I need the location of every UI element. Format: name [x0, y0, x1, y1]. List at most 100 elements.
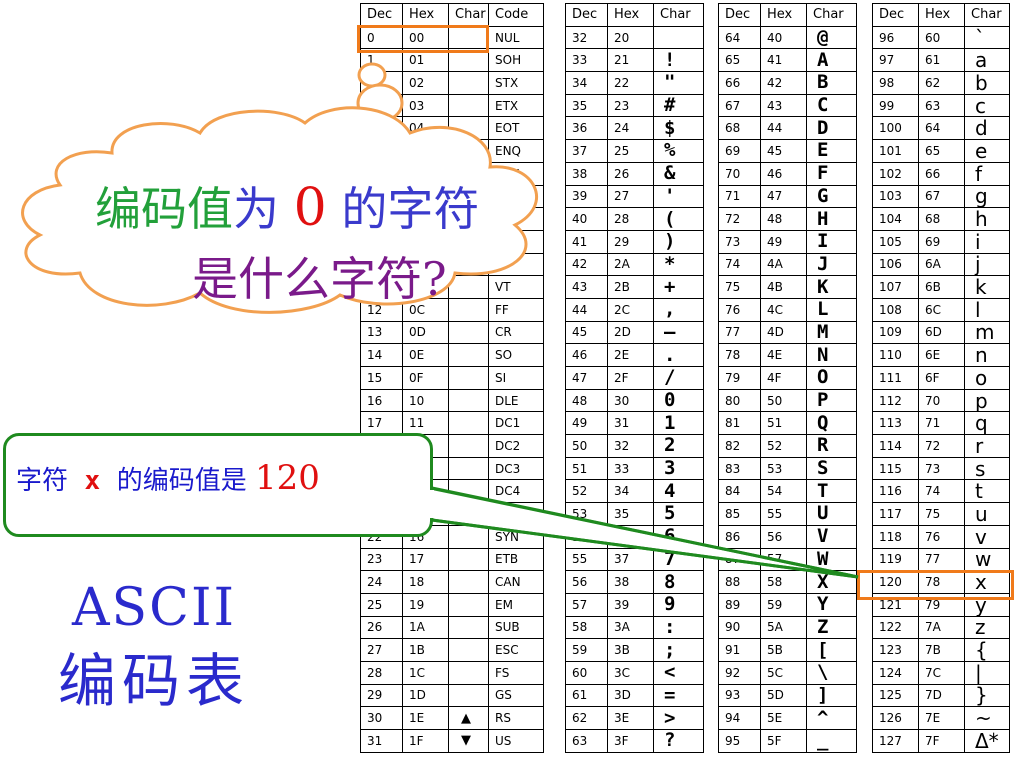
cell-hex: 67 [918, 184, 965, 209]
cell-code: US [488, 729, 544, 753]
cloud-outline [21, 106, 538, 314]
cell-hex: 7E [918, 706, 965, 730]
cell-char: u [964, 502, 1010, 526]
cell-dec: 13 [360, 320, 403, 345]
table-header-row: Dec Hex Char [565, 3, 704, 27]
cell-char: G [806, 184, 857, 209]
cell-dec: 116 [872, 479, 919, 504]
cell-dec: 51 [565, 456, 608, 481]
cell-code: ETX [488, 93, 544, 118]
cell-dec: 105 [872, 229, 919, 254]
cell-dec: 117 [872, 502, 919, 526]
cell-hex: 55 [760, 502, 807, 526]
cell-dec: 55 [565, 547, 608, 572]
cell-hex: 0E [402, 343, 449, 367]
cell-hex: 0D [402, 320, 449, 345]
cell-char: q [964, 411, 1010, 436]
cloud-question-line1: 编码值为 0 的字符 [95, 182, 479, 234]
cell-char: _ [806, 729, 857, 753]
cell-char: e [964, 139, 1010, 163]
page-title-ascii: ASCII [72, 578, 237, 638]
cell-code: DLE [488, 388, 544, 413]
cell-hex: 44 [760, 116, 807, 141]
cell-hex: 4A [760, 252, 807, 277]
cell-code: DC2 [488, 434, 544, 458]
cell-hex: 3C [607, 660, 654, 685]
cell-hex: 7B [918, 638, 965, 662]
cell-hex: 6E [918, 343, 965, 367]
cell-char: Δ* [964, 729, 1010, 753]
cell-dec: 43 [565, 275, 608, 299]
col-header-char: Char [806, 3, 857, 27]
col-header-hex: Hex [918, 3, 965, 27]
col-header-dec: Dec [565, 3, 608, 27]
cloud-text-encoding-value: 编码值 [95, 182, 233, 236]
cell-dec: 115 [872, 456, 919, 481]
cell-code: ESC [488, 638, 544, 662]
col-header-dec: Dec [718, 3, 761, 27]
cell-dec: 44 [565, 297, 608, 322]
cell-hex: 22 [607, 71, 654, 95]
cell-dec: 31 [360, 729, 403, 753]
col-header-hex: Hex [402, 3, 449, 27]
cloud-text-zero: 0 [293, 178, 327, 238]
cell-dec: 98 [872, 71, 919, 95]
col-header-code: Code [488, 3, 544, 27]
cell-char: o [964, 366, 1010, 390]
cell-dec: 103 [872, 184, 919, 209]
cell-char: a [964, 48, 1010, 73]
cell-dec: 75 [718, 275, 761, 299]
callout-char-x: x [84, 466, 101, 496]
cell-hex: 25 [607, 139, 654, 163]
cell-hex: 72 [918, 434, 965, 458]
cell-dec: 30 [360, 706, 403, 730]
cell-dec: 46 [565, 343, 608, 367]
cell-dec: 35 [565, 93, 608, 118]
cell-dec: 95 [718, 729, 761, 753]
cell-hex: 71 [918, 411, 965, 436]
cell-code: CR [488, 320, 544, 345]
cell-dec: 93 [718, 683, 761, 708]
cell-dec: 59 [565, 638, 608, 662]
cell-dec: 49 [565, 411, 608, 436]
cell-dec: 28 [360, 660, 403, 685]
cell-dec: 126 [872, 706, 919, 730]
cell-code: SO [488, 343, 544, 367]
cell-hex: 2E [607, 343, 654, 367]
cell-hex: 20 [607, 25, 654, 50]
cloud-text-is: 为 [233, 182, 279, 236]
callout-middle: 的编码值是 [116, 466, 247, 496]
